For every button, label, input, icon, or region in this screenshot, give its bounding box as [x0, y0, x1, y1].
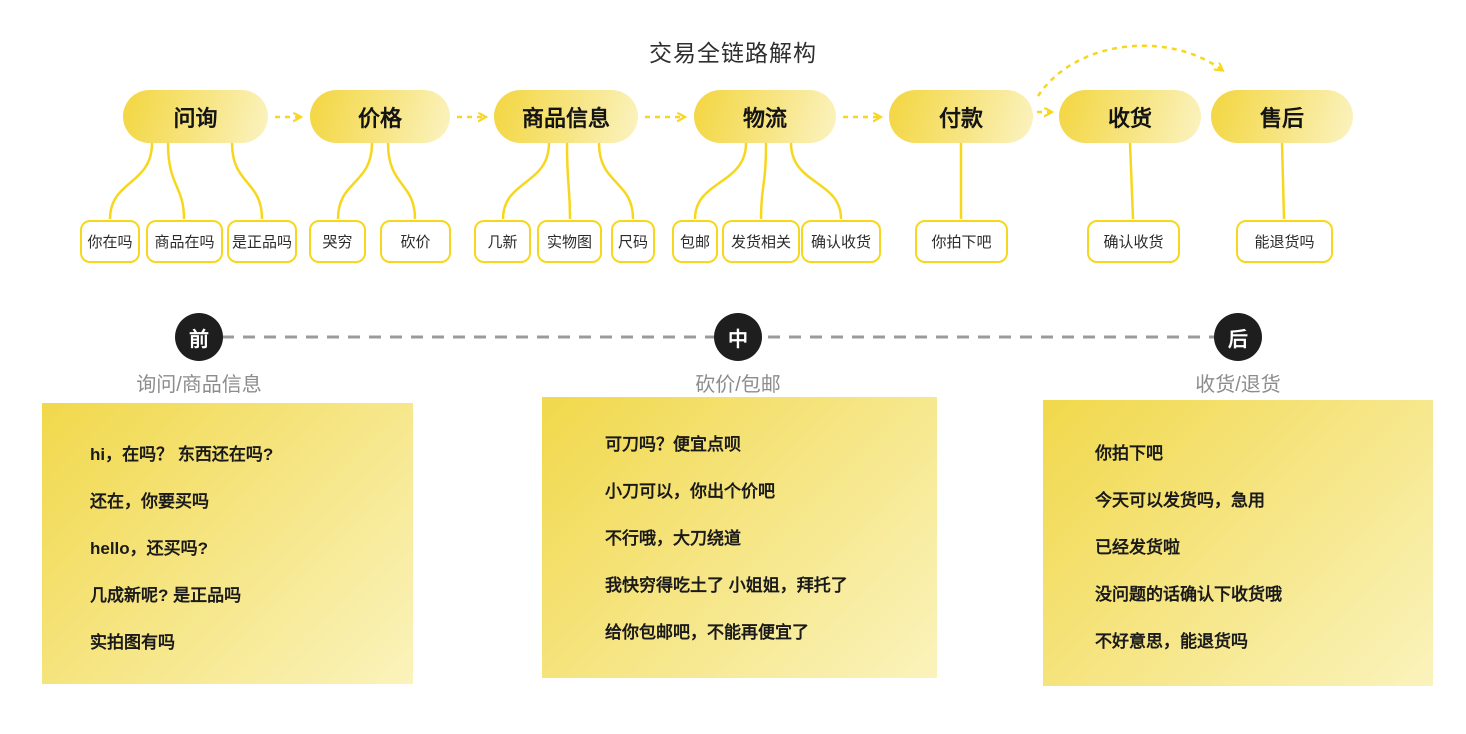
sub-item: 能退货吗 [1236, 220, 1333, 263]
sub-item: 你在吗 [80, 220, 140, 263]
phase-label-before: 询问/商品信息 [136, 374, 262, 396]
chat-line: 给你包邮吧，不能再便宜了 [605, 623, 809, 642]
connector-line [597, 142, 635, 220]
sub-item: 砍价 [380, 220, 451, 263]
chat-line: hi，在吗？ 东西还在吗? [90, 445, 274, 464]
sub-item: 尺码 [611, 220, 655, 263]
chat-line: 已经发货啦 [1095, 538, 1180, 557]
phase-label-after: 收货/退货 [1195, 374, 1281, 396]
chat-line: 你拍下吧 [1095, 444, 1163, 463]
stage-label: 物流 [742, 105, 787, 131]
connector-line [759, 142, 768, 220]
stage-label: 问询 [173, 105, 218, 131]
stage-pill-logistics: 物流 [694, 90, 836, 143]
connector-line [693, 142, 748, 220]
phase-label-middle: 砍价/包邮 [695, 374, 781, 396]
stage-item-connectors [108, 142, 1286, 220]
phase-badge-middle: 中 [714, 313, 762, 361]
connector-line [1128, 142, 1135, 220]
sub-item: 哭穷 [309, 220, 366, 263]
chat-panel-middle: 可刀吗？便宜点呗 小刀可以，你出个价吧 不行哦，大刀绕道 我快穷得吃土了 小姐姐… [542, 397, 937, 678]
stage-label: 付款 [938, 105, 983, 131]
page-title: 交易全链路解构 [649, 40, 817, 66]
chat-line: 没问题的话确认下收货哦 [1095, 585, 1282, 604]
sub-item: 是正品吗 [227, 220, 297, 263]
chat-line: 不好意思，能退货吗 [1095, 632, 1248, 651]
stage-pill-aftersale: 售后 [1211, 90, 1353, 143]
connector-line [789, 142, 843, 220]
chat-line: 不行哦，大刀绕道 [605, 529, 741, 548]
stage-label: 收货 [1107, 105, 1152, 131]
stage-label: 售后 [1259, 105, 1304, 131]
stage-label: 商品信息 [521, 105, 610, 131]
phase-badge-before: 前 [175, 313, 223, 361]
stage-pill-payment: 付款 [889, 90, 1033, 143]
connector-line [166, 142, 186, 220]
chat-panel-before: hi，在吗？ 东西还在吗? 还在，你要买吗 hello，还买吗? 几成新呢? 是… [42, 403, 413, 684]
stage-pill-inquiry: 问询 [123, 90, 268, 143]
connector-line [565, 142, 572, 220]
sub-item: 确认收货 [801, 220, 881, 263]
connector-line [1280, 142, 1286, 220]
sub-item: 确认收货 [1087, 220, 1180, 263]
stage-pill-receive: 收货 [1059, 90, 1201, 143]
phase-badge-after: 后 [1214, 313, 1262, 361]
chat-line: 今天可以发货吗，急用 [1095, 491, 1265, 510]
connector-line [386, 142, 417, 220]
sub-item: 几新 [474, 220, 531, 263]
stage-pill-price: 价格 [310, 90, 450, 143]
connector-line [108, 142, 154, 220]
chat-panel-after: 你拍下吧 今天可以发货吗，急用 已经发货啦 没问题的话确认下收货哦 不好意思，能… [1043, 400, 1433, 686]
sub-item: 实物图 [537, 220, 602, 263]
chat-line: 还在，你要买吗 [90, 492, 209, 511]
sub-item: 包邮 [672, 220, 718, 263]
chat-line: 几成新呢? 是正品吗 [90, 586, 242, 605]
connector-line [230, 142, 264, 220]
sub-item: 商品在吗 [146, 220, 223, 263]
connector-line [336, 142, 374, 220]
sub-item: 你拍下吧 [915, 220, 1008, 263]
chat-line: hello，还买吗? [90, 539, 209, 558]
sub-item: 发货相关 [722, 220, 800, 263]
stage-label: 价格 [357, 105, 402, 131]
chat-line: 我快穷得吃土了 小姐姐，拜托了 [605, 576, 848, 595]
chat-line: 小刀可以，你出个价吧 [605, 482, 775, 501]
chat-line: 可刀吗？便宜点呗 [605, 435, 741, 454]
connector-line [501, 142, 551, 220]
stage-pill-product-info: 商品信息 [494, 90, 638, 143]
chat-line: 实拍图有吗 [90, 633, 175, 652]
